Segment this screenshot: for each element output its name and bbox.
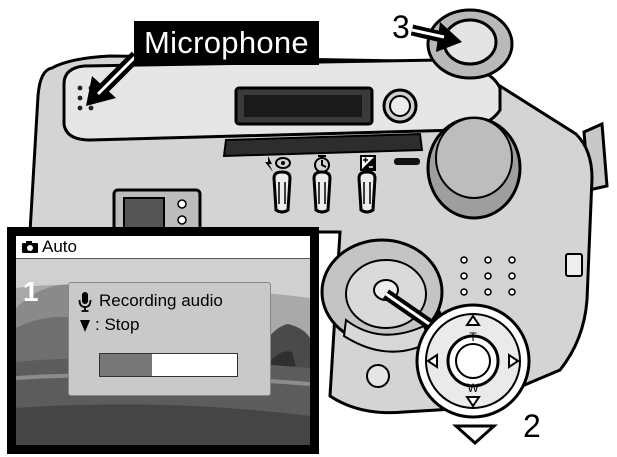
controller-left-arrow xyxy=(426,353,438,369)
recording-status: Recording audio xyxy=(99,291,223,310)
down-triangle-icon xyxy=(80,320,90,332)
exposure-compensation-icon xyxy=(360,155,376,171)
controller-up-arrow xyxy=(465,314,481,326)
mode-bar: Auto xyxy=(16,236,310,259)
small-rear-button[interactable] xyxy=(366,364,390,388)
microphone-callout: Microphone xyxy=(134,21,319,65)
indicator-slot xyxy=(394,158,420,165)
mode-text: Auto xyxy=(42,237,77,256)
step-2-label: 2 xyxy=(523,408,541,444)
press-down-triangle-icon xyxy=(452,424,498,446)
controller-right-arrow xyxy=(508,353,520,369)
trim-strip xyxy=(222,132,424,158)
function-buttons[interactable] xyxy=(272,170,377,214)
stop-instruction: : Stop xyxy=(95,315,140,334)
speaker-holes xyxy=(460,256,516,296)
side-terminal xyxy=(565,253,583,277)
lcd-screen: Auto Recording audio : Stop xyxy=(16,236,310,445)
camera-icon xyxy=(22,241,38,253)
recording-progress-fill xyxy=(100,354,152,376)
recording-progress-bar xyxy=(99,353,238,377)
flash-icon xyxy=(265,156,291,172)
step-1-label: 1 xyxy=(23,276,39,307)
controller-down-label: W xyxy=(467,381,479,395)
controller-up-label: T xyxy=(469,330,477,344)
data-panel-screen xyxy=(244,95,362,117)
lcd-monitor: Auto Recording audio : Stop xyxy=(7,227,319,454)
controller-down-arrow xyxy=(465,396,481,408)
step-3-label: 3 xyxy=(392,9,410,45)
recording-overlay: Recording audio : Stop xyxy=(68,282,271,396)
microphone-icon xyxy=(78,292,92,312)
